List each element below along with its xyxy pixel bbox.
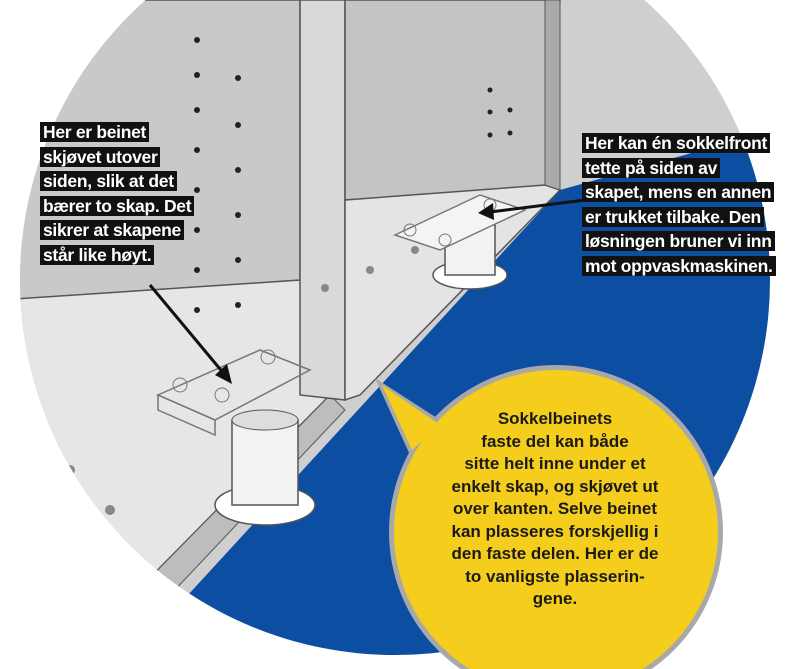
- pointer-arrow-right: [478, 198, 586, 220]
- callout-right-line: er trukket tilbake. Den: [582, 206, 764, 227]
- speech-bubble-text: Sokkelbeinets faste del kan både sitte h…: [395, 408, 715, 611]
- callout-left-line: Her er beinet: [40, 122, 150, 142]
- bubble-line: den faste delen. Her er de: [451, 544, 659, 563]
- bubble-line: to vanligste plasserin-: [465, 566, 645, 586]
- callout-right: Her kan én sokkelfront tette på siden av…: [582, 131, 776, 278]
- callout-right-line: mot oppvaskmaskinen.: [582, 255, 776, 276]
- bubble-line: sitte helt inne under et: [464, 454, 646, 473]
- callout-left-line: skjøvet utover: [40, 146, 161, 167]
- leg-left: [156, 349, 316, 526]
- bubble-line: faste del kan både: [481, 431, 629, 451]
- callout-left-line: sikrer at skapene: [40, 220, 184, 240]
- speech-bubble: [375, 365, 723, 669]
- bubble-line: Sokkelbeinets: [497, 409, 613, 428]
- callout-right-line: skapet, mens en annen: [582, 182, 775, 202]
- callout-right-line: løsningen bruner vi inn: [582, 231, 775, 251]
- callout-left-line: siden, slik at det: [40, 171, 177, 191]
- bubble-line: enkelt skap, og skjøvet ut: [451, 476, 659, 496]
- callout-left-line: står like høyt.: [40, 244, 155, 265]
- pointer-arrow-left: [148, 284, 232, 384]
- bubble-line: over kanten. Selve beinet: [452, 499, 658, 518]
- callout-right-line: Her kan én sokkelfront: [582, 133, 771, 153]
- bubble-line: gene.: [532, 589, 578, 608]
- bubble-line: kan plasseres forskjellig i: [451, 521, 659, 541]
- callout-left-line: bærer to skap. Det: [40, 195, 195, 216]
- callout-right-line: tette på siden av: [582, 157, 721, 178]
- callout-left: Her er beinet skjøvet utover siden, slik…: [40, 120, 195, 267]
